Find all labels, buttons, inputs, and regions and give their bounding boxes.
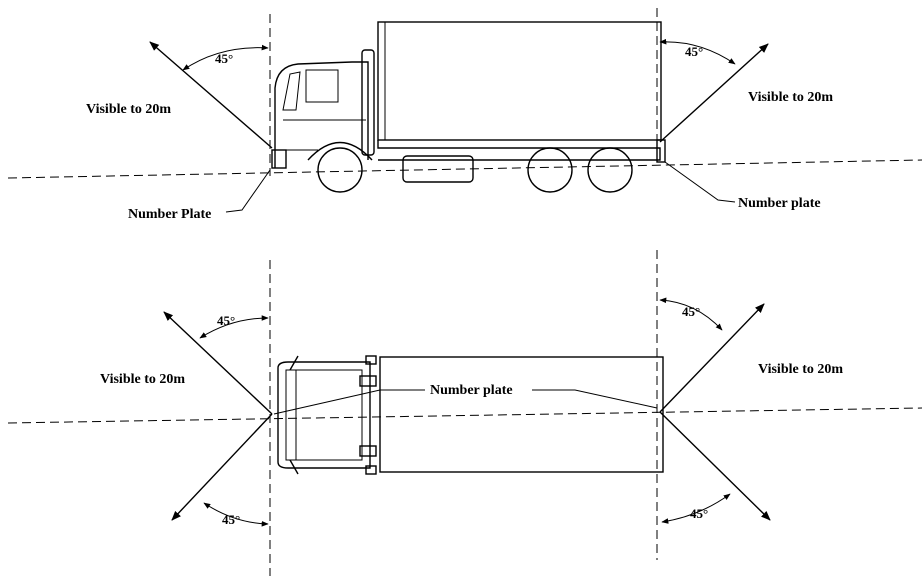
top-mirror-upper [289,355,299,371]
top-cargo-box [379,356,664,473]
side-cab-door-window [282,71,301,111]
side-front-angle-label: 45° [215,51,233,66]
top-cab-roof [285,369,363,461]
top-front-lower-ray [171,413,273,521]
top-cab-corner-lower [365,465,377,475]
top-front-upper-angle-label: 45° [217,313,235,328]
side-front-plate-label: Number Plate [128,207,211,222]
side-chassis [377,140,661,161]
top-cab [277,361,371,469]
side-rear-angle-arc [659,38,736,65]
top-front-lower-angle-label: 45° [222,512,240,527]
top-front-visible-label: Visible to 20m [100,372,185,387]
top-rear-upper-angle-label: 45° [682,304,700,319]
top-view: 45° 45° 45° 45° Visible to 20m Visible t… [7,250,922,576]
side-rear-plate-leader [664,161,736,203]
side-view: 45° 45° Visible to 20m Visible to 20m Nu… [7,8,922,222]
side-front-number-plate [271,149,287,169]
top-front-plate-leader [273,389,425,415]
top-rear-upper-angle-arc [659,297,723,331]
side-cab-window [305,69,339,103]
top-rear-lower-angle-arc [661,493,731,524]
top-mirror-lower [289,459,299,475]
top-rear-lower-ray [659,411,771,521]
side-rear-wheel-1 [527,147,573,193]
side-rear-plate-label: Number plate [738,196,821,211]
top-step-upper [359,375,377,387]
side-rear-angle-label: 45° [685,44,703,59]
side-rear-number-plate [656,139,666,163]
side-front-visibility-ray [149,41,273,149]
top-front-upper-ray [163,311,273,415]
side-front-wheel [317,147,363,193]
side-ground-line [7,159,922,179]
top-front-lower-angle-arc [203,502,269,527]
side-fuel-tank [402,155,474,183]
side-rear-visible-label: Visible to 20m [748,90,833,105]
top-rear-lower-angle-label: 45° [690,506,708,521]
top-rear-upper-ray [659,303,765,413]
top-cab-corner-upper [365,355,377,365]
top-centre-line [7,407,922,424]
side-front-visible-label: Visible to 20m [86,102,171,117]
top-rear-visible-label: Visible to 20m [758,362,843,377]
side-front-plate-leader [225,169,271,213]
side-front-angle-arc [182,44,269,71]
side-rear-wheel-2 [587,147,633,193]
side-cab [274,61,369,168]
top-step-lower [359,445,377,457]
side-wheel-arch [307,141,373,161]
top-front-upper-angle-arc [199,315,269,339]
side-rear-visibility-ray [659,43,769,143]
top-rear-plate-leader [532,389,658,409]
side-cargo-box [377,21,662,141]
top-plate-label: Number plate [430,383,513,398]
